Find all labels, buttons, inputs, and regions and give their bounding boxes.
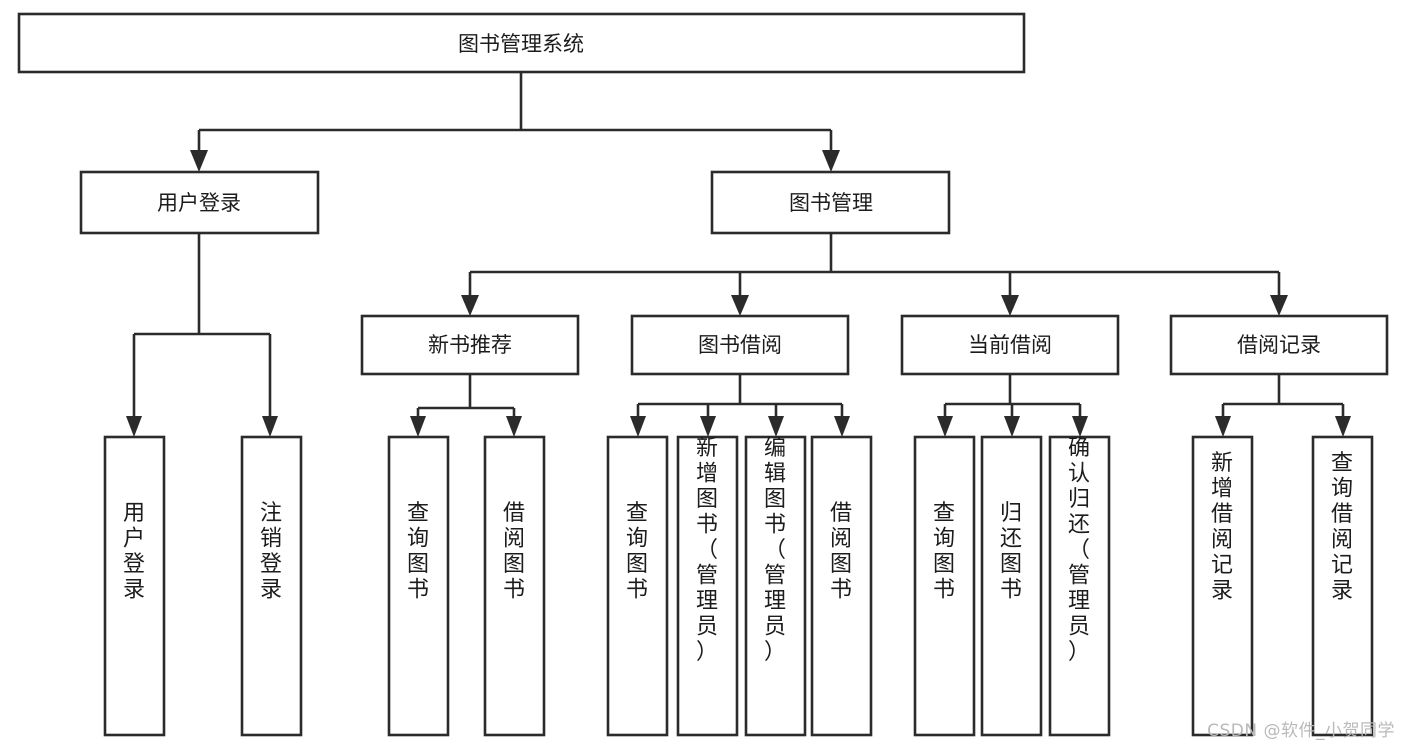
node-book-manage-label: 图书管理 [789,191,873,215]
node-book-borrow-label: 图书借阅 [698,333,782,357]
leaf-borrow-book-2[interactable]: 借阅图书 [810,435,873,737]
node-book-manage-box[interactable] [710,170,951,235]
leaf-borrow-book-2-label: 借阅图书 [830,501,852,603]
leaf-add-record-label: 新增借阅记录 [1211,451,1233,604]
arrow-leaf-add-book-icon [700,416,716,437]
connectors-group [126,72,1351,437]
leaf-add-book[interactable]: 新增图书（管理员） [676,435,739,737]
leaf-confirm-return-box[interactable] [1048,435,1111,737]
leaf-edit-book-box[interactable] [744,435,807,737]
leaf-query-record[interactable]: 查询借阅记录 [1311,435,1374,737]
arrow-leaf-add-record-icon [1215,416,1231,437]
leaf-query-record-box[interactable] [1311,435,1374,737]
node-root-label: 图书管理系统 [458,32,584,56]
arrow-leaf-return-book-icon [1004,416,1020,437]
arrow-leaf-query-record-icon [1335,416,1351,437]
arrow-to-book-manage-icon [822,150,840,172]
leaf-query-book-2[interactable]: 查询图书 [606,435,669,737]
leaf-borrow-book-1-label: 借阅图书 [503,501,525,603]
node-book-borrow[interactable]: 图书借阅 [630,314,850,376]
node-borrow-record-box[interactable] [1169,314,1389,376]
leaf-query-book-1-box[interactable] [387,435,450,737]
node-new-book-recommend-label: 新书推荐 [428,333,512,357]
leaf-query-record-label: 查询借阅记录 [1331,451,1353,604]
arrow-leaf-logout-login-icon [262,416,278,437]
node-root-box[interactable] [17,12,1026,74]
leaf-borrow-book-1-box[interactable] [483,435,546,737]
leaf-return-book-label: 归还图书 [1000,501,1022,603]
node-current-borrow-box[interactable] [900,314,1120,376]
node-root[interactable]: 图书管理系统 [17,12,1026,74]
leaf-query-book-3[interactable]: 查询图书 [913,435,976,737]
leaf-add-record[interactable]: 新增借阅记录 [1191,435,1254,737]
node-book-manage[interactable]: 图书管理 [710,170,951,235]
arrow-leaf-confirm-return-icon [1072,416,1088,437]
node-new-book-recommend-box[interactable] [360,314,580,376]
node-current-borrow[interactable]: 当前借阅 [900,314,1120,376]
csdn-watermark: CSDN @软件_小贺同学 [1207,721,1395,741]
arrow-leaf-query-book-2-icon [630,416,646,437]
leaf-add-book-box[interactable] [676,435,739,737]
leaf-confirm-return[interactable]: 确认归还（管理员） [1048,435,1111,737]
leaf-query-book-3-label: 查询图书 [933,501,955,603]
leaf-query-book-2-label: 查询图书 [626,501,648,603]
leaf-return-book-box[interactable] [980,435,1043,737]
arrow-current-borrow-icon [1001,295,1019,316]
leaf-edit-book[interactable]: 编辑图书（管理员） [744,435,807,737]
leaf-query-book-1[interactable]: 查询图书 [387,435,450,737]
leaf-query-book-2-box[interactable] [606,435,669,737]
leaf-query-book-1-label: 查询图书 [407,501,429,603]
leaf-add-book-label: 新增图书（管理员） [696,436,718,665]
leaf-confirm-return-label: 确认归还（管理员） [1068,436,1090,665]
arrow-leaf-query-book-3-icon [937,416,953,437]
node-user-login-box[interactable] [79,170,320,235]
leaf-edit-book-label: 编辑图书（管理员） [764,436,786,665]
arrow-book-borrow-icon [731,295,749,316]
leaf-user-login-box[interactable] [103,435,166,737]
node-new-book-recommend[interactable]: 新书推荐 [360,314,580,376]
arrow-leaf-user-login-icon [126,416,142,437]
leaf-borrow-book-1[interactable]: 借阅图书 [483,435,546,737]
node-user-login-label: 用户登录 [157,191,241,215]
node-user-login[interactable]: 用户登录 [79,170,320,235]
leaf-add-record-box[interactable] [1191,435,1254,737]
arrow-leaf-edit-book-icon [768,416,784,437]
arrow-new-book-recommend-icon [461,295,479,316]
leaf-user-login-label: 用户登录 [123,501,145,603]
node-borrow-record-label: 借阅记录 [1237,333,1321,357]
leaf-logout-login[interactable]: 注销登录 [240,435,303,737]
arrow-borrow-record-icon [1270,295,1288,316]
arrow-leaf-borrow-book-1-icon [506,416,522,437]
arrow-leaf-query-book-1-icon [410,416,426,437]
arrow-to-user-login-icon [190,150,208,172]
leaf-return-book[interactable]: 归还图书 [980,435,1043,737]
leaf-borrow-book-2-box[interactable] [810,435,873,737]
node-borrow-record[interactable]: 借阅记录 [1169,314,1389,376]
leaf-query-book-3-box[interactable] [913,435,976,737]
leaf-user-login[interactable]: 用户登录 [103,435,166,737]
leaf-logout-login-label: 注销登录 [260,501,282,603]
arrow-leaf-borrow-book-2-icon [834,416,850,437]
node-current-borrow-label: 当前借阅 [968,333,1052,357]
leaf-logout-login-box[interactable] [240,435,303,737]
node-book-borrow-box[interactable] [630,314,850,376]
